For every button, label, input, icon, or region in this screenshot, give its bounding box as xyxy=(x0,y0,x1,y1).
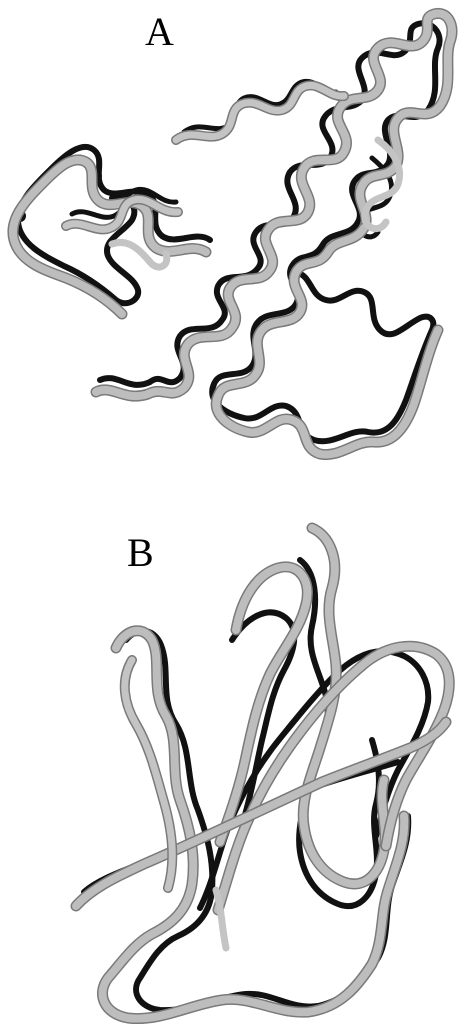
panel-b-structure-overlay xyxy=(0,0,462,1028)
